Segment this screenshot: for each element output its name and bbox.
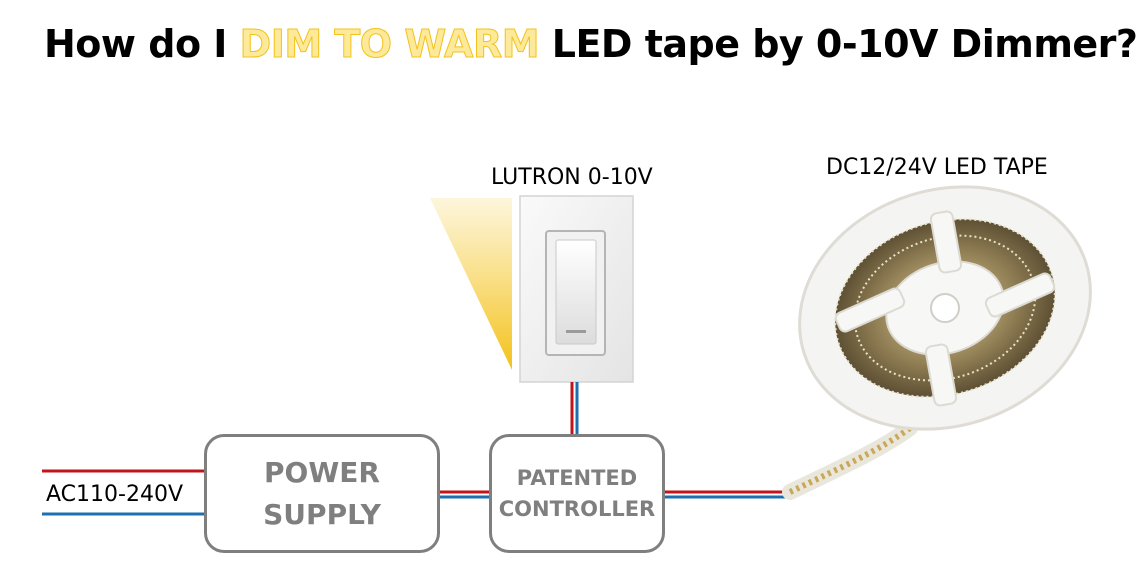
switch-indicator [566, 330, 586, 333]
dimmer-switch[interactable] [519, 195, 634, 383]
dimmer-label: LUTRON 0-10V [491, 165, 653, 190]
patented-controller-box[interactable]: PATENTED CONTROLLER [489, 434, 665, 553]
warm-glow-wedge [430, 198, 512, 370]
controller-line1: PATENTED [516, 465, 638, 490]
controller-line2: CONTROLLER [498, 496, 656, 521]
power-supply-line1: POWER [264, 455, 380, 489]
ac-input-label: AC110-240V [46, 482, 183, 507]
led-tape-label: DC12/24V LED TAPE [826, 155, 1048, 180]
reel-spokes [834, 210, 1056, 407]
page-title: How do I DIM TO WARM LED tape by 0-10V D… [44, 22, 1137, 67]
title-highlight: DIM TO WARM [239, 22, 540, 67]
power-supply-box[interactable]: POWER SUPPLY [204, 434, 440, 553]
switch-rocker[interactable] [555, 239, 597, 345]
ac-input-wires [42, 469, 206, 516]
controller-tape-wires [664, 490, 792, 499]
psu-controller-wires [440, 490, 490, 499]
reel-center [930, 293, 960, 323]
title-prefix: How do I [44, 22, 240, 66]
power-supply-line2: SUPPLY [263, 497, 381, 531]
wiring-diagram [42, 185, 1092, 516]
led-tape-reel [782, 185, 1092, 500]
switch-wires [570, 382, 579, 436]
title-suffix: LED tape by 0-10V Dimmer? [539, 22, 1137, 66]
led-tape-strip [782, 420, 918, 500]
